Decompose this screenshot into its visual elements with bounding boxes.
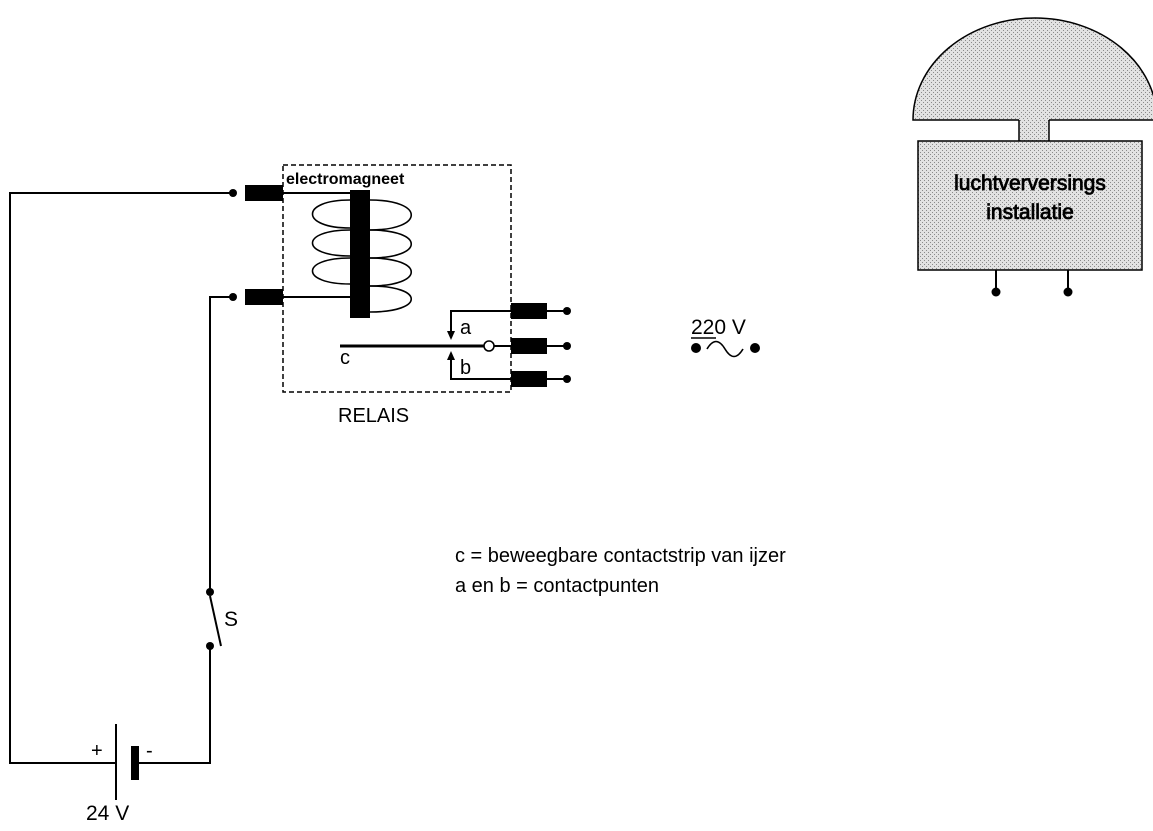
contact-b-wire (450, 358, 511, 380)
terminal-a (511, 303, 547, 319)
coil-terminal-top (245, 185, 283, 201)
battery-voltage-label: 24 V (86, 802, 129, 825)
ac-symbol (706, 340, 744, 358)
installation-dome (912, 17, 1153, 121)
battery: + - 24 V (86, 724, 153, 825)
installation-terminal-left (991, 287, 1001, 297)
coil-terminal-top-dot (229, 189, 237, 197)
switch-top-contact (206, 588, 214, 596)
electromagnet-core (350, 190, 370, 318)
terminal-b (511, 371, 547, 387)
mains-source: 220 V (691, 316, 760, 358)
battery-negative-plate (131, 746, 139, 780)
contact-strip-pivot (483, 340, 495, 352)
switch-s[interactable]: S (206, 588, 238, 650)
switch-bottom-contact (206, 642, 214, 650)
installation-label-line1: luchtverversings (954, 172, 1106, 195)
wire-switch-to-relay (209, 296, 232, 592)
coil-winding (311, 199, 413, 313)
terminal-b-dot (563, 375, 571, 383)
terminal-c (511, 338, 547, 354)
battery-minus-sign: - (146, 740, 153, 762)
wire-right (138, 646, 211, 764)
primary-circuit: + - 24 V S (9, 192, 238, 825)
contact-b-arrow (447, 351, 455, 360)
installation-terminal-right (1063, 287, 1073, 297)
installation-body (917, 140, 1143, 271)
coil-terminal-bottom-dot (229, 293, 237, 301)
ventilation-installation: luchtverversings installatie (912, 17, 1153, 297)
mains-terminal-left (691, 343, 701, 353)
switch-label: S (224, 608, 238, 631)
relay: electromagneet c a b RELAIS (229, 164, 571, 427)
relay-title: RELAIS (338, 405, 409, 427)
installation-neck (1019, 119, 1049, 141)
contact-a-wire (450, 310, 511, 333)
wire-left (9, 192, 232, 764)
relay-housing (282, 164, 512, 393)
mains-voltage-label: 220 V (691, 316, 746, 339)
battery-plus-sign: + (91, 740, 103, 762)
legend: c = beweegbare contactstrip van ijzer a … (455, 545, 786, 597)
switch-lever (209, 595, 222, 647)
contact-a-arrow (447, 331, 455, 340)
installation-label-line2: installatie (986, 201, 1074, 224)
coil-terminal-bottom (245, 289, 283, 305)
legend-line-ab: a en b = contactpunten (455, 575, 659, 597)
contact-b-label: b (460, 357, 471, 379)
contact-a-label: a (460, 317, 472, 339)
electromagnet-label: electromagneet (286, 171, 405, 188)
contact-strip-label: c (340, 347, 350, 369)
terminal-a-dot (563, 307, 571, 315)
mains-terminal-right (750, 343, 760, 353)
legend-line-c: c = beweegbare contactstrip van ijzer (455, 545, 786, 567)
terminal-c-dot (563, 342, 571, 350)
